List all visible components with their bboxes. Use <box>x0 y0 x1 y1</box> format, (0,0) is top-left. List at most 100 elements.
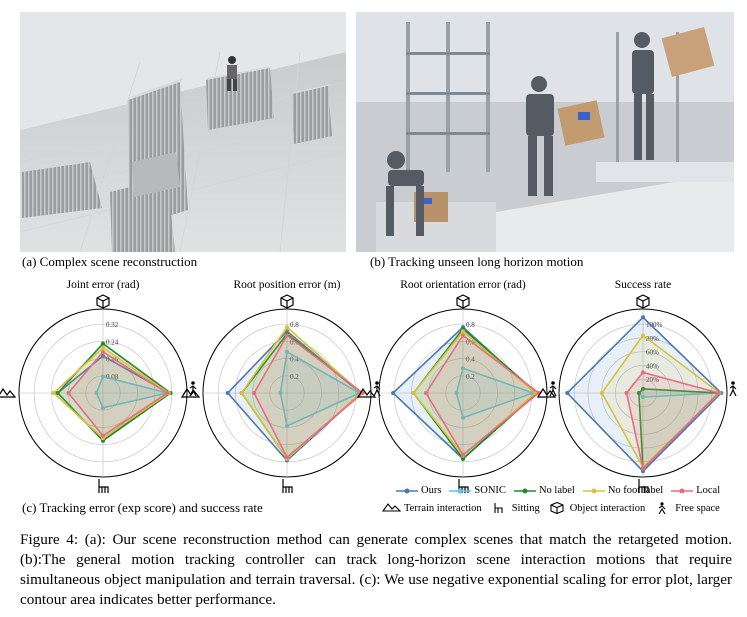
walker-icon <box>549 381 557 397</box>
radar-ring-label: 80% <box>646 335 659 343</box>
radar-point <box>461 333 465 338</box>
legend-axis-label: Sitting <box>511 502 540 514</box>
radar-point <box>101 345 105 350</box>
legend-item-local: Local <box>671 485 720 496</box>
radar-ring-label: 40% <box>646 362 659 370</box>
terrain-icon <box>356 387 377 398</box>
subcaption-c: (c) Tracking error (exp score) and succe… <box>22 500 263 515</box>
radar-point <box>285 349 289 354</box>
legend-item-ours: Ours <box>396 485 441 496</box>
radar-point <box>101 433 105 438</box>
radar-ring-label: 0.4 <box>466 356 475 364</box>
radar-point <box>101 353 105 358</box>
legend-axis-label: Object interaction <box>569 502 646 514</box>
radar-point <box>165 391 170 395</box>
radar-point <box>391 391 396 395</box>
motion-tracking-render <box>356 12 734 252</box>
legend-axes: Terrain interaction Sitting Object interac… <box>382 502 728 517</box>
legend-label: No foot label <box>607 485 664 496</box>
radar-point <box>599 391 604 395</box>
radar-title: Root orientation error (rad) <box>400 279 526 291</box>
radar-charts: Joint error (rad) 0.32 0.24 0.16 0.08 Root po… <box>0 279 737 493</box>
radar-chart-1: Joint error (rad) 0.32 0.24 0.16 0.08 <box>0 279 197 493</box>
radar-chart-3: Root orientation error (rad)0.80.60.40.2 <box>356 279 557 493</box>
radar-point <box>641 315 645 320</box>
radar-point <box>641 370 645 375</box>
radar-point <box>641 386 645 391</box>
legend-methods: Ours SONIC No label No foot label Local <box>396 485 728 498</box>
figure-caption-text: (a): Our scene reconstruction method can… <box>20 531 732 608</box>
legend-swatch-icon <box>582 488 605 493</box>
legend-item-sonic: SONIC <box>449 485 506 496</box>
radar-point <box>641 466 645 471</box>
radar-ring-label: 0.6 <box>466 338 475 346</box>
walker-icon <box>658 502 666 514</box>
radar-point <box>252 391 257 395</box>
radar-ring-label: 60% <box>646 349 659 357</box>
figure-label: Figure 4: <box>20 531 79 548</box>
legend-label: SONIC <box>474 485 506 496</box>
motion-tracking-photo <box>356 12 734 252</box>
radar-ring-label: 20% <box>646 376 659 384</box>
radar-ring-label: 0.16 <box>106 356 119 364</box>
radar-title: Success rate <box>615 279 672 291</box>
legend-swatch-icon <box>513 488 536 493</box>
walker-icon <box>729 381 737 397</box>
chair-icon <box>494 503 503 513</box>
humanoid-robot-icon <box>386 32 654 236</box>
legend-swatch-icon <box>449 488 472 493</box>
subcaption-a: (a) Complex scene reconstruction <box>22 254 198 269</box>
legend-label: Local <box>696 485 721 496</box>
radar-point <box>51 391 56 395</box>
chair-icon <box>638 479 649 493</box>
radar-point <box>454 391 459 395</box>
radar-ring-label: 0.24 <box>106 338 119 346</box>
legend-swatch-icon <box>396 488 418 493</box>
radar-ring-label: 100% <box>646 321 663 329</box>
radar-point <box>461 366 465 371</box>
scene-reconstruction-render <box>20 12 346 252</box>
radar-point <box>225 391 230 395</box>
radar-point <box>641 333 645 338</box>
robot-icon <box>227 56 237 91</box>
radar-ring-label: 0.8 <box>290 321 299 329</box>
radar-ring-label: 0.32 <box>106 321 119 329</box>
radar-point <box>423 391 428 395</box>
radar-title: Joint error (rad) <box>67 279 140 291</box>
radar-ring-label: 0.08 <box>106 373 119 381</box>
radar-point <box>411 391 416 395</box>
radar-point <box>636 391 641 395</box>
box-icon <box>636 294 650 309</box>
scene-reconstruction-image <box>20 12 346 252</box>
radar-point <box>285 455 289 460</box>
radar-point <box>624 391 629 395</box>
radar-point <box>55 391 60 395</box>
radar-ring-label: 0.8 <box>466 321 475 329</box>
legend-axis-terrain-interaction: Terrain interaction <box>382 502 482 514</box>
legend-item-no-foot-label: No foot label <box>582 485 664 496</box>
legend-axis-label: Free space <box>675 502 720 514</box>
legend-label: Ours <box>421 485 442 496</box>
box-icon <box>550 502 564 514</box>
radar-point <box>461 452 465 457</box>
legend-axis-label: Terrain interaction <box>404 502 482 514</box>
legend-label: No label <box>538 485 575 496</box>
radar-ring-label: 0.2 <box>290 373 299 381</box>
terrain-icon <box>0 387 17 398</box>
radar-point <box>101 405 105 410</box>
radar-point <box>461 415 465 420</box>
legend-swatch-icon <box>671 488 694 493</box>
terrain-icon <box>536 387 557 398</box>
radar-ring-label: 0.4 <box>290 356 299 364</box>
subcaption-b: (b) Tracking unseen long horizon motion <box>370 254 584 269</box>
terrain-icon <box>180 387 201 398</box>
chair-icon <box>282 479 293 493</box>
radar-point <box>101 341 105 346</box>
radar-ring-label: 0.6 <box>290 338 299 346</box>
radar-point <box>101 374 105 379</box>
box-icon <box>96 294 110 309</box>
radar-title: Root position error (m) <box>234 279 341 291</box>
radar-point <box>94 391 99 395</box>
legend-axis-sitting: Sitting <box>490 502 540 514</box>
radar-point <box>716 391 721 395</box>
